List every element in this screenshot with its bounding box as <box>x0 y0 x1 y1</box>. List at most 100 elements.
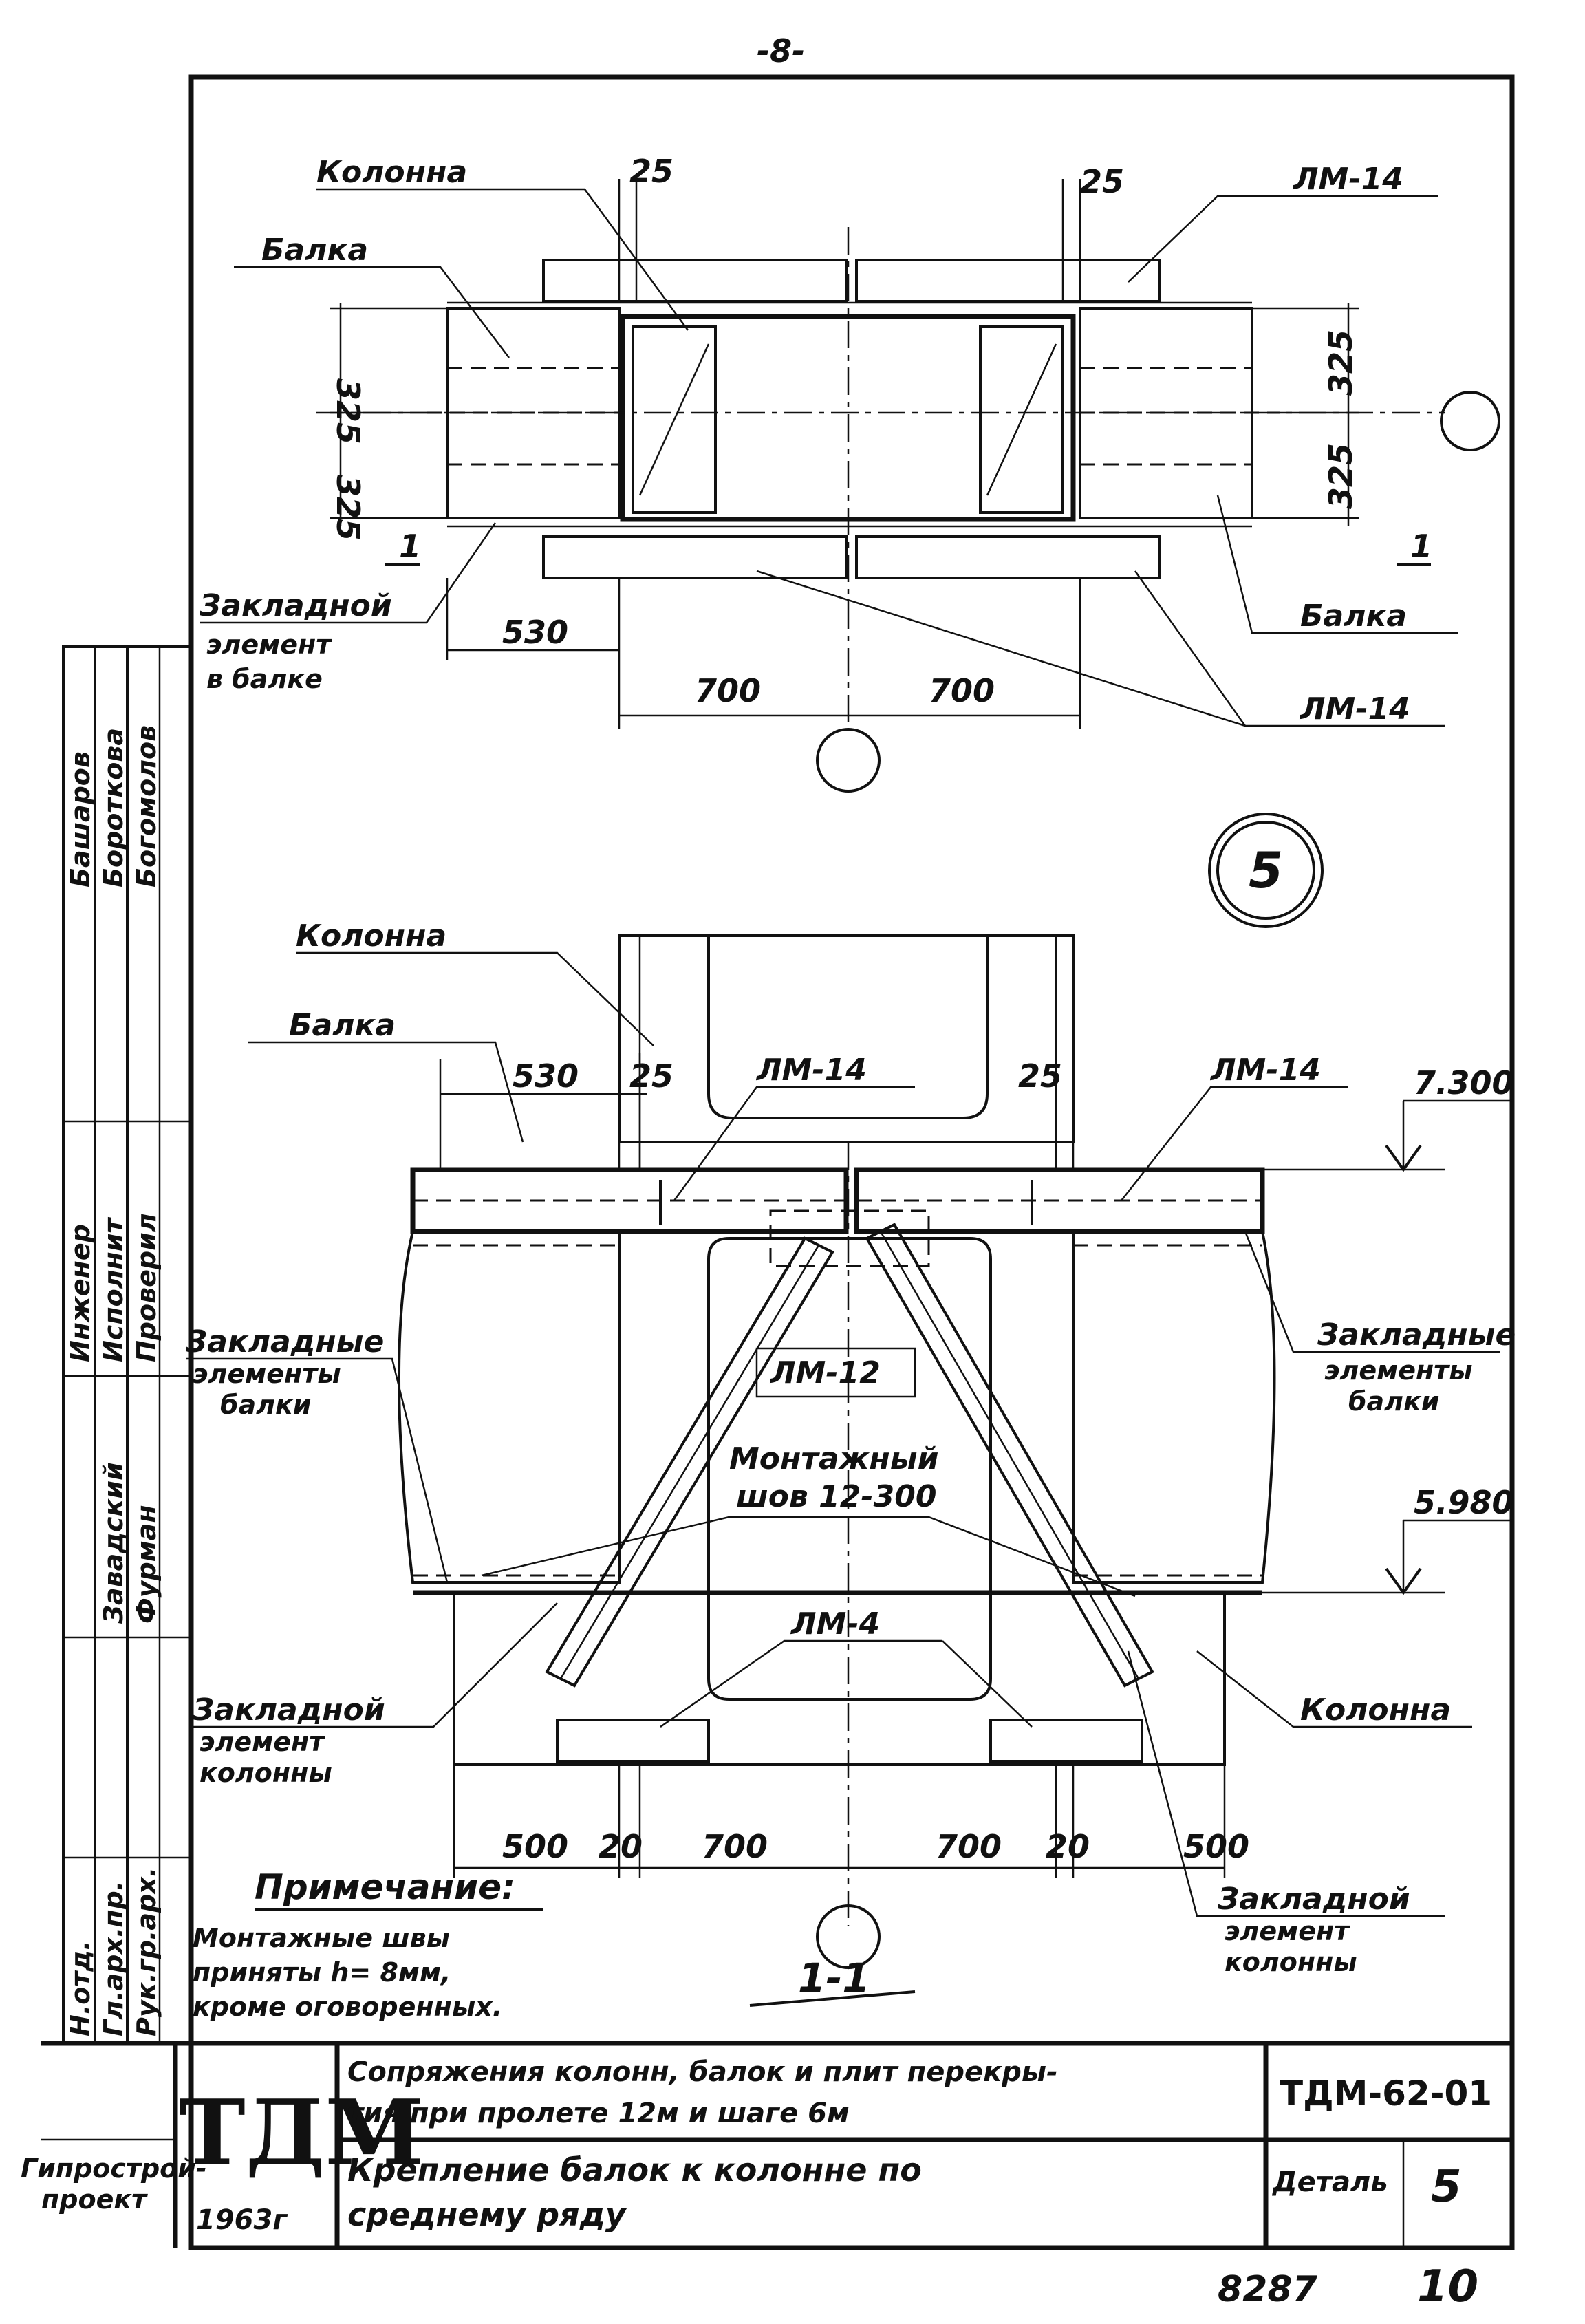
plan-column-pad-right <box>979 325 1064 514</box>
stamp-pos-2: Гл.арх.пр. <box>98 1881 129 2036</box>
section-dim-500-right: 500 <box>1183 1828 1249 1865</box>
plan-dim-700-left: 700 <box>695 672 761 709</box>
section-dim-20-right: 20 <box>1046 1828 1090 1865</box>
plan-label-zaklad-2: элемент <box>206 630 332 660</box>
plan-label-zaklad-1: Закладной <box>199 588 392 623</box>
stamp-name-2: Бороткова <box>98 728 129 887</box>
org-line-2: проект <box>41 2184 148 2215</box>
section-dim-25-left: 25 <box>629 1057 673 1095</box>
stamp-pos-3: Рук.гр.арх. <box>131 1867 162 2036</box>
detail-number: 5 <box>1249 841 1283 899</box>
detail-circle <box>1208 813 1324 928</box>
stamp-role-2: Исполнит <box>98 1217 129 1362</box>
section-label-balka: Балка <box>289 1008 396 1043</box>
section-label-zakl-balki-right-2: элементы <box>1324 1355 1473 1386</box>
plan-label-kolonna: Колонна <box>316 155 467 190</box>
section-dim-700-left: 700 <box>702 1828 768 1865</box>
detail-no: 5 <box>1431 2162 1462 2213</box>
section-elev-bottom: 5.980 <box>1414 1484 1514 1521</box>
plan-column-pad-left <box>632 325 717 514</box>
section-beam-body-left <box>398 1231 621 1584</box>
section-axis-bubble <box>816 1904 881 1969</box>
plan-dim-25-left: 25 <box>629 153 673 190</box>
section-brace-left <box>545 1236 834 1688</box>
section-dim-530: 530 <box>513 1057 579 1095</box>
title-block <box>41 2041 1512 2248</box>
plan-label-balka-right: Балка <box>1300 599 1407 634</box>
plan-dim-325-right-top: 325 <box>1322 330 1359 396</box>
section-column-upper <box>618 934 1075 1143</box>
stamp-role-3: Проверил <box>131 1213 162 1362</box>
section-label-zakl-balki-left-2: элементы <box>193 1359 341 1389</box>
section-beam-body-right <box>1072 1231 1276 1584</box>
sheet-number: 10 <box>1417 2261 1478 2312</box>
section-label-zakl-kol-left-2: элемент <box>200 1727 325 1757</box>
stamp-role-1: Инженер <box>65 1224 96 1362</box>
section-label-zakl-balki-left-1: Закладные <box>185 1324 384 1359</box>
note-line-1: Монтажные швы <box>193 1923 450 1953</box>
section-label-zakl-balki-left-3: балки <box>220 1390 311 1420</box>
subtitle-line-1: Крепление балок к колонне по <box>347 2151 922 2188</box>
section-label-zakl-kol-left-3: колонны <box>200 1758 332 1788</box>
note-line-2: приняты h= 8мм, <box>193 1957 451 1988</box>
section-label-montazh-2: шов 12-300 <box>736 1479 936 1514</box>
plan-view: 325 325 325 325 25 25 530 700 700 1 1 Ко… <box>199 153 1500 793</box>
stamp-name-3: Богомолов <box>131 725 162 887</box>
stamp-name-1: Башаров <box>65 751 96 887</box>
stamp-name-5: Фурман <box>131 1505 162 1624</box>
plan-axis-bubble-right <box>1440 391 1500 451</box>
section-plate-left <box>556 1719 710 1763</box>
title-line-2: тия при пролете 12м и шаге 6м <box>347 2098 850 2129</box>
plan-label-balka: Балка <box>261 233 368 268</box>
section-label-zakl-kol-right-2: элемент <box>1225 1916 1350 1946</box>
section-label-lm14-left: ЛМ-14 <box>755 1053 867 1088</box>
section-label-lm12: ЛМ-12 <box>769 1355 881 1390</box>
plan-label-lm14-bottom: ЛМ-14 <box>1299 691 1410 727</box>
year: 1963г <box>196 2204 288 2236</box>
section-brace-right <box>865 1223 1154 1688</box>
section-label-zakl-balki-right-1: Закладные <box>1317 1317 1516 1353</box>
plan-dim-325-left-bottom: 325 <box>330 475 367 541</box>
section-plate-right <box>989 1719 1143 1763</box>
section-dim-25-right: 25 <box>1018 1057 1062 1095</box>
section-label-montazh-1: Монтажный <box>729 1441 938 1476</box>
plan-dim-325-right-bottom: 325 <box>1322 443 1359 509</box>
plan-plate-top-right <box>855 259 1161 303</box>
section-label-zakl-balki-right-3: балки <box>1348 1386 1439 1417</box>
plan-dim-25-right: 25 <box>1080 163 1124 200</box>
note: Примечание: Монтажные швы приняты h= 8мм… <box>193 1867 543 2022</box>
note-line-3: кроме оговоренных. <box>193 1992 502 2022</box>
plan-plate-top-left <box>542 259 848 303</box>
plan-dim-700-right: 700 <box>929 672 995 709</box>
plan-dim-325-left-top: 325 <box>330 378 367 444</box>
section-label-kolonna: Колонна <box>296 918 446 954</box>
note-title: Примечание: <box>255 1867 515 1907</box>
section-view: 530 25 25 7.300 5.980 500 20 700 700 20 … <box>185 918 1516 2007</box>
plan-plate-bot-right <box>855 535 1161 579</box>
section-label-zakl-kol-right-1: Закладной <box>1217 1882 1410 1917</box>
org-logo: ТДМ <box>179 2080 424 2185</box>
sheet-code: 8287 <box>1218 2269 1318 2310</box>
subtitle-line-2: среднему ряду <box>347 2196 627 2233</box>
section-label-zakl-kol-left-1: Закладной <box>192 1692 385 1728</box>
section-label-lm14-right: ЛМ-14 <box>1209 1053 1321 1088</box>
section-label-lm4: ЛМ-4 <box>790 1606 880 1642</box>
doc-code: ТДМ-62-01 <box>1280 2074 1492 2113</box>
plan-dim-530: 530 <box>502 614 568 651</box>
stamp-pos-1: Н.отд. <box>65 1941 96 2037</box>
detail-label: Деталь <box>1271 2166 1388 2198</box>
plan-axis-bubble-bottom <box>816 728 881 793</box>
section-label-zakl-kol-right-3: колонны <box>1225 1947 1357 1977</box>
plan-label-zaklad-3: в балке <box>206 664 323 694</box>
org-line-1: Гипрострой- <box>21 2153 207 2184</box>
section-dim-20-left: 20 <box>599 1828 643 1865</box>
plan-section-mark-right: 1 <box>1410 528 1432 565</box>
section-column-lower <box>453 1591 1226 1766</box>
plan-section-mark-left: 1 <box>399 528 421 565</box>
plan-label-lm14-top: ЛМ-14 <box>1292 162 1403 197</box>
section-title: 1-1 <box>798 1955 870 2001</box>
stamp-name-4: Завадский <box>98 1462 129 1624</box>
title-line-1: Сопряжения колонн, балок и плит перекры- <box>347 2056 1058 2088</box>
section-dim-500-left: 500 <box>502 1828 568 1865</box>
